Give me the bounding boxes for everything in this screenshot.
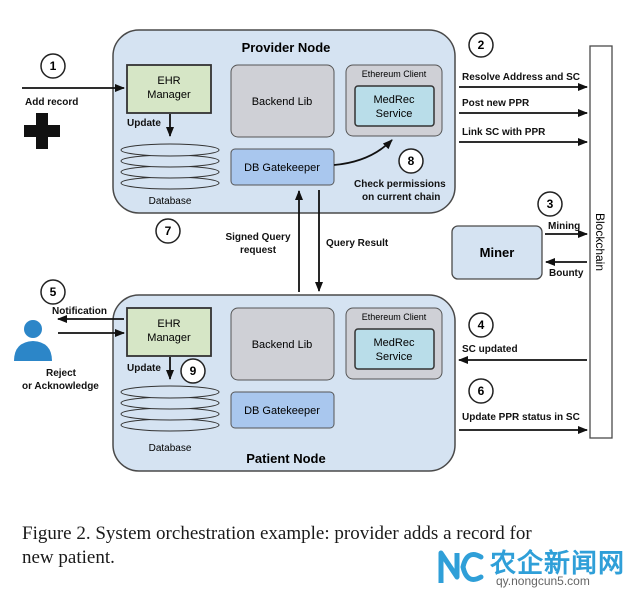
reject-label-2: or Acknowledge <box>22 381 99 392</box>
svg-text:2: 2 <box>478 38 485 52</box>
query-result-label: Query Result <box>326 238 389 249</box>
figure-caption: Figure 2. System orchestration example: … <box>22 523 532 568</box>
link-sc-label: Link SC with PPR <box>462 127 546 138</box>
patient-ethereum-client: Ethereum Client MedRec Service <box>345 307 443 380</box>
patient-ehr-label-1: EHR <box>157 318 180 330</box>
post-ppr-label: Post new PPR <box>462 98 530 109</box>
patient-ethereum-label: Ethereum Client <box>362 312 427 322</box>
blockchain-label: Blockchain <box>593 213 607 271</box>
add-record-label: Add record <box>25 97 78 108</box>
notification-label: Notification <box>52 306 107 317</box>
patient-gatekeeper-label: DB Gatekeeper <box>244 405 320 417</box>
svg-text:7: 7 <box>165 224 172 238</box>
provider-update-label: Update <box>127 118 161 129</box>
provider-backend-label: Backend Lib <box>252 96 313 108</box>
patient-db-gatekeeper: DB Gatekeeper <box>230 391 335 429</box>
provider-gatekeeper-label: DB Gatekeeper <box>244 162 320 174</box>
step-badge-8: 8 <box>398 148 424 174</box>
sc-updated-label: SC updated <box>462 344 518 355</box>
blockchain-column: Blockchain <box>589 45 613 439</box>
step-badge-6: 6 <box>468 378 494 404</box>
step-badge-7: 7 <box>155 218 181 244</box>
miner-box: Miner <box>451 225 543 280</box>
check-permissions-label-1: Check permissions <box>354 179 446 190</box>
step-badge-3: 3 <box>537 191 563 217</box>
provider-ehr-manager: EHR Manager <box>126 64 212 114</box>
resolve-label: Resolve Address and SC <box>462 72 580 83</box>
step-badge-4: 4 <box>468 312 494 338</box>
step-badge-1: 1 <box>40 53 66 79</box>
step-badge-9: 9 <box>180 358 206 384</box>
svg-text:5: 5 <box>50 285 57 299</box>
gatekeeper-to-medrec-arrow <box>333 139 393 166</box>
patient-medrec-label-2: Service <box>376 351 413 363</box>
mining-label: Mining <box>548 221 580 232</box>
watermark-url: qy.nongcun5.com <box>496 574 590 588</box>
provider-medrec-label-1: MedRec <box>374 94 415 106</box>
update-ppr-label: Update PPR status in SC <box>462 412 580 423</box>
provider-ehr-label-2: Manager <box>147 89 191 101</box>
bounty-label: Bounty <box>549 268 584 279</box>
check-permissions-label-2: on current chain <box>362 192 440 203</box>
patient-backend-lib: Backend Lib <box>230 307 335 381</box>
patient-database-label: Database <box>149 443 192 454</box>
provider-ehr-label-1: EHR <box>157 75 180 87</box>
patient-node-title: Patient Node <box>246 451 325 466</box>
svg-text:1: 1 <box>50 59 57 73</box>
provider-node-title: Provider Node <box>242 40 331 55</box>
svg-text:8: 8 <box>408 154 415 168</box>
patient-update-label: Update <box>127 363 161 374</box>
provider-database-label: Database <box>149 196 192 207</box>
provider-db-gatekeeper: DB Gatekeeper <box>230 148 335 186</box>
step-badges: 1 2 3 4 5 6 7 8 9 <box>40 32 563 404</box>
arrows <box>22 83 588 434</box>
reject-label-1: Reject <box>46 368 77 379</box>
provider-ethereum-label: Ethereum Client <box>362 69 427 79</box>
signed-query-label-2: request <box>240 245 277 256</box>
patient-database: Database <box>120 385 220 454</box>
patient-user-icon <box>14 320 52 361</box>
orchestration-diagram: Provider Node EHR Manager Backend Lib Et… <box>14 29 613 472</box>
provider-ethereum-client: Ethereum Client MedRec Service <box>345 64 443 137</box>
svg-text:4: 4 <box>478 318 485 332</box>
provider-backend-lib: Backend Lib <box>230 64 335 138</box>
svg-text:9: 9 <box>190 364 197 378</box>
patient-backend-label: Backend Lib <box>252 339 313 351</box>
edge-labels: Add record Update Resolve Address and SC… <box>22 72 584 423</box>
miner-label: Miner <box>480 245 515 260</box>
provider-medrec-label-2: Service <box>376 108 413 120</box>
provider-database: Database <box>120 143 220 207</box>
svg-text:6: 6 <box>478 384 485 398</box>
watermark-site-name: 农企新闻网 <box>490 549 626 579</box>
plus-icon <box>24 113 60 149</box>
watermark-logo <box>438 550 484 583</box>
svg-text:3: 3 <box>547 197 554 211</box>
patient-ehr-manager: EHR Manager <box>126 307 212 357</box>
patient-ehr-label-2: Manager <box>147 332 191 344</box>
patient-medrec-label-1: MedRec <box>374 337 415 349</box>
step-badge-5: 5 <box>40 279 66 305</box>
signed-query-label-1: Signed Query <box>225 232 290 243</box>
step-badge-2: 2 <box>468 32 494 58</box>
